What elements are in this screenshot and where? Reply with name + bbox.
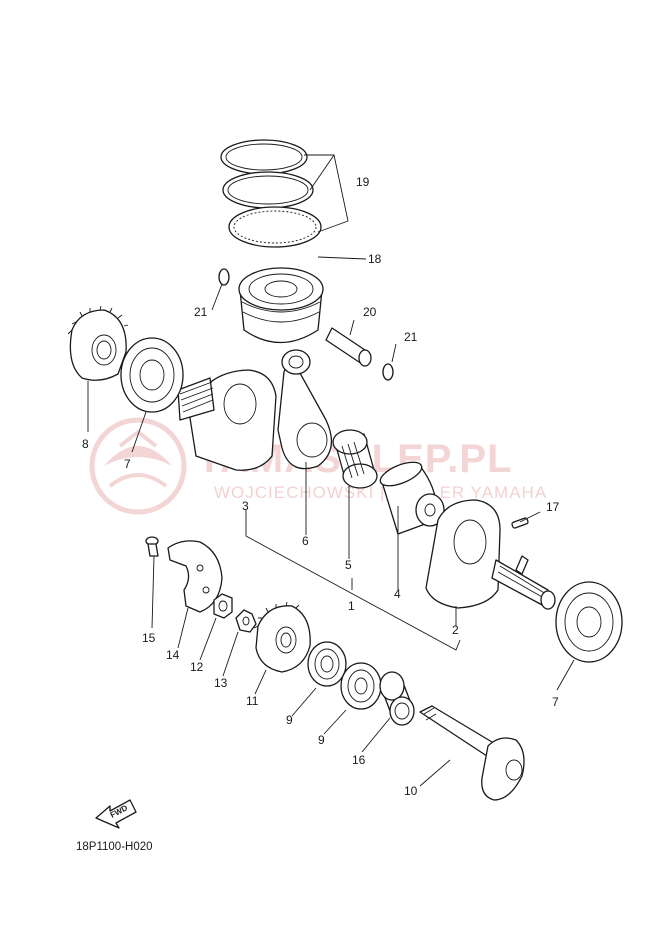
piston	[238, 267, 324, 344]
bolt	[145, 536, 159, 557]
callout-9-first: 9	[286, 713, 293, 727]
callout-7-right: 7	[552, 695, 559, 709]
forward-arrow-icon: FWD	[95, 799, 137, 829]
balancer-needle-bearing	[379, 671, 415, 726]
callout-5: 5	[345, 558, 352, 572]
leader-lines	[87, 154, 575, 787]
callout-6: 6	[302, 534, 309, 548]
bearing-balancer-2	[340, 662, 382, 710]
callout-11: 11	[246, 694, 259, 708]
callout-14: 14	[166, 648, 180, 662]
callout-3: 3	[242, 499, 249, 513]
callout-20: 20	[363, 305, 377, 319]
callout-17: 17	[546, 500, 560, 514]
callout-13: 13	[214, 676, 228, 690]
crank-left	[177, 369, 277, 471]
callout-16: 16	[352, 753, 366, 767]
primary-drive-gear	[67, 305, 129, 381]
piston-pin-clip-left	[218, 268, 230, 286]
diagram-code: 18P1100-H020	[76, 841, 153, 853]
lock-washer	[235, 609, 257, 633]
needle-bearing	[332, 429, 378, 489]
bearing-balancer-1	[307, 641, 347, 687]
balancer-drive-gear	[253, 601, 311, 673]
callout-21-left: 21	[194, 305, 208, 319]
callout-21-right: 21	[404, 330, 418, 344]
callout-4: 4	[394, 587, 401, 601]
callout-12: 12	[190, 660, 204, 674]
callout-19: 19	[356, 175, 370, 189]
crank-pin	[379, 461, 445, 535]
callout-9-second: 9	[318, 733, 325, 747]
balancer-shaft	[419, 705, 525, 801]
watermark-subtitle: WOJCIECHOWSKI | DEALER YAMAHA	[214, 483, 547, 502]
callout-18: 18	[368, 252, 382, 266]
connecting-rod	[277, 349, 333, 470]
bearing-right	[555, 581, 623, 663]
callout-10: 10	[404, 784, 418, 798]
crank-right	[425, 499, 556, 610]
callout-8: 8	[82, 437, 89, 451]
callout-1: 1	[348, 599, 355, 613]
callout-15: 15	[142, 631, 156, 645]
nut	[213, 593, 233, 619]
piston-rings	[220, 139, 322, 248]
bearing-left	[120, 337, 184, 413]
piston-pin	[325, 327, 372, 367]
balancer-weight	[167, 540, 223, 613]
watermark-logo	[89, 417, 187, 515]
piston-pin-clip-right	[382, 363, 394, 381]
callout-7-left: 7	[124, 457, 131, 471]
callout-numbers: 19 18 21 20 21 8 7 3 17 6 5 4 1 2 15 14 …	[82, 175, 560, 798]
callout-2: 2	[452, 623, 459, 637]
